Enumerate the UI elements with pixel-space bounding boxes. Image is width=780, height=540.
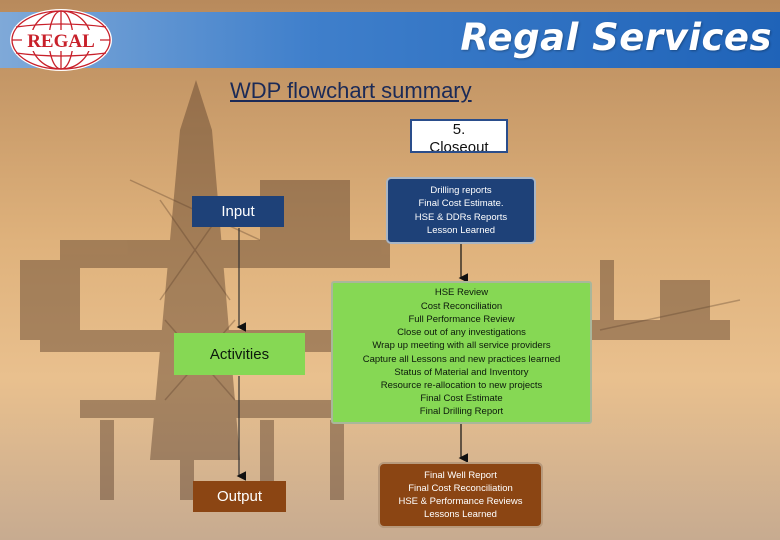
- activity-line: Capture all Lessons and new practices le…: [362, 353, 561, 365]
- output-line: HSE & Performance Reviews: [398, 496, 523, 507]
- activity-line: Final Drilling Report: [419, 406, 504, 418]
- stage-label: 5. Closeout: [410, 119, 508, 153]
- logo-text: REGAL: [27, 31, 95, 52]
- activity-line: Close out of any investigations: [397, 327, 526, 339]
- output-label: Output: [193, 481, 286, 512]
- output-line: Lessons Learned: [424, 509, 497, 521]
- page-title: WDP flowchart summary: [230, 78, 472, 103]
- activity-line: Resource re-allocation to new projects: [380, 379, 543, 391]
- input-label: Input: [192, 196, 284, 227]
- activities-box: HSE Review Cost Reconciliation Full Perf…: [331, 281, 592, 424]
- input-line: HSE & DDRs Reports: [414, 211, 508, 223]
- stage-name: Closeout: [429, 139, 489, 153]
- input-line: Drilling reports: [430, 185, 492, 197]
- output-line: Final Well Report: [424, 469, 497, 481]
- activity-line: Cost Reconciliation: [420, 300, 503, 312]
- activity-line: HSE Review: [434, 287, 489, 299]
- output-box: Final Well Report Final Cost Reconciliat…: [378, 462, 543, 528]
- stage-number: 5.: [452, 121, 466, 138]
- input-box: Drilling reports Final Cost Estimate. HS…: [386, 177, 536, 244]
- activity-line: Wrap up meeting with all service provide…: [372, 340, 551, 352]
- activity-line: Full Performance Review: [408, 313, 515, 325]
- output-line: Final Cost Reconciliation: [408, 482, 513, 494]
- input-line: Lesson Learned: [426, 224, 496, 236]
- activities-label: Activities: [174, 333, 305, 375]
- globe-logo-icon: REGAL: [10, 9, 112, 71]
- input-line: Final Cost Estimate.: [418, 198, 504, 210]
- header-bar: [0, 12, 780, 68]
- brand-title: Regal Services: [460, 16, 772, 59]
- activity-line: Status of Material and Inventory: [394, 366, 529, 378]
- activity-line: Final Cost Estimate: [420, 393, 503, 405]
